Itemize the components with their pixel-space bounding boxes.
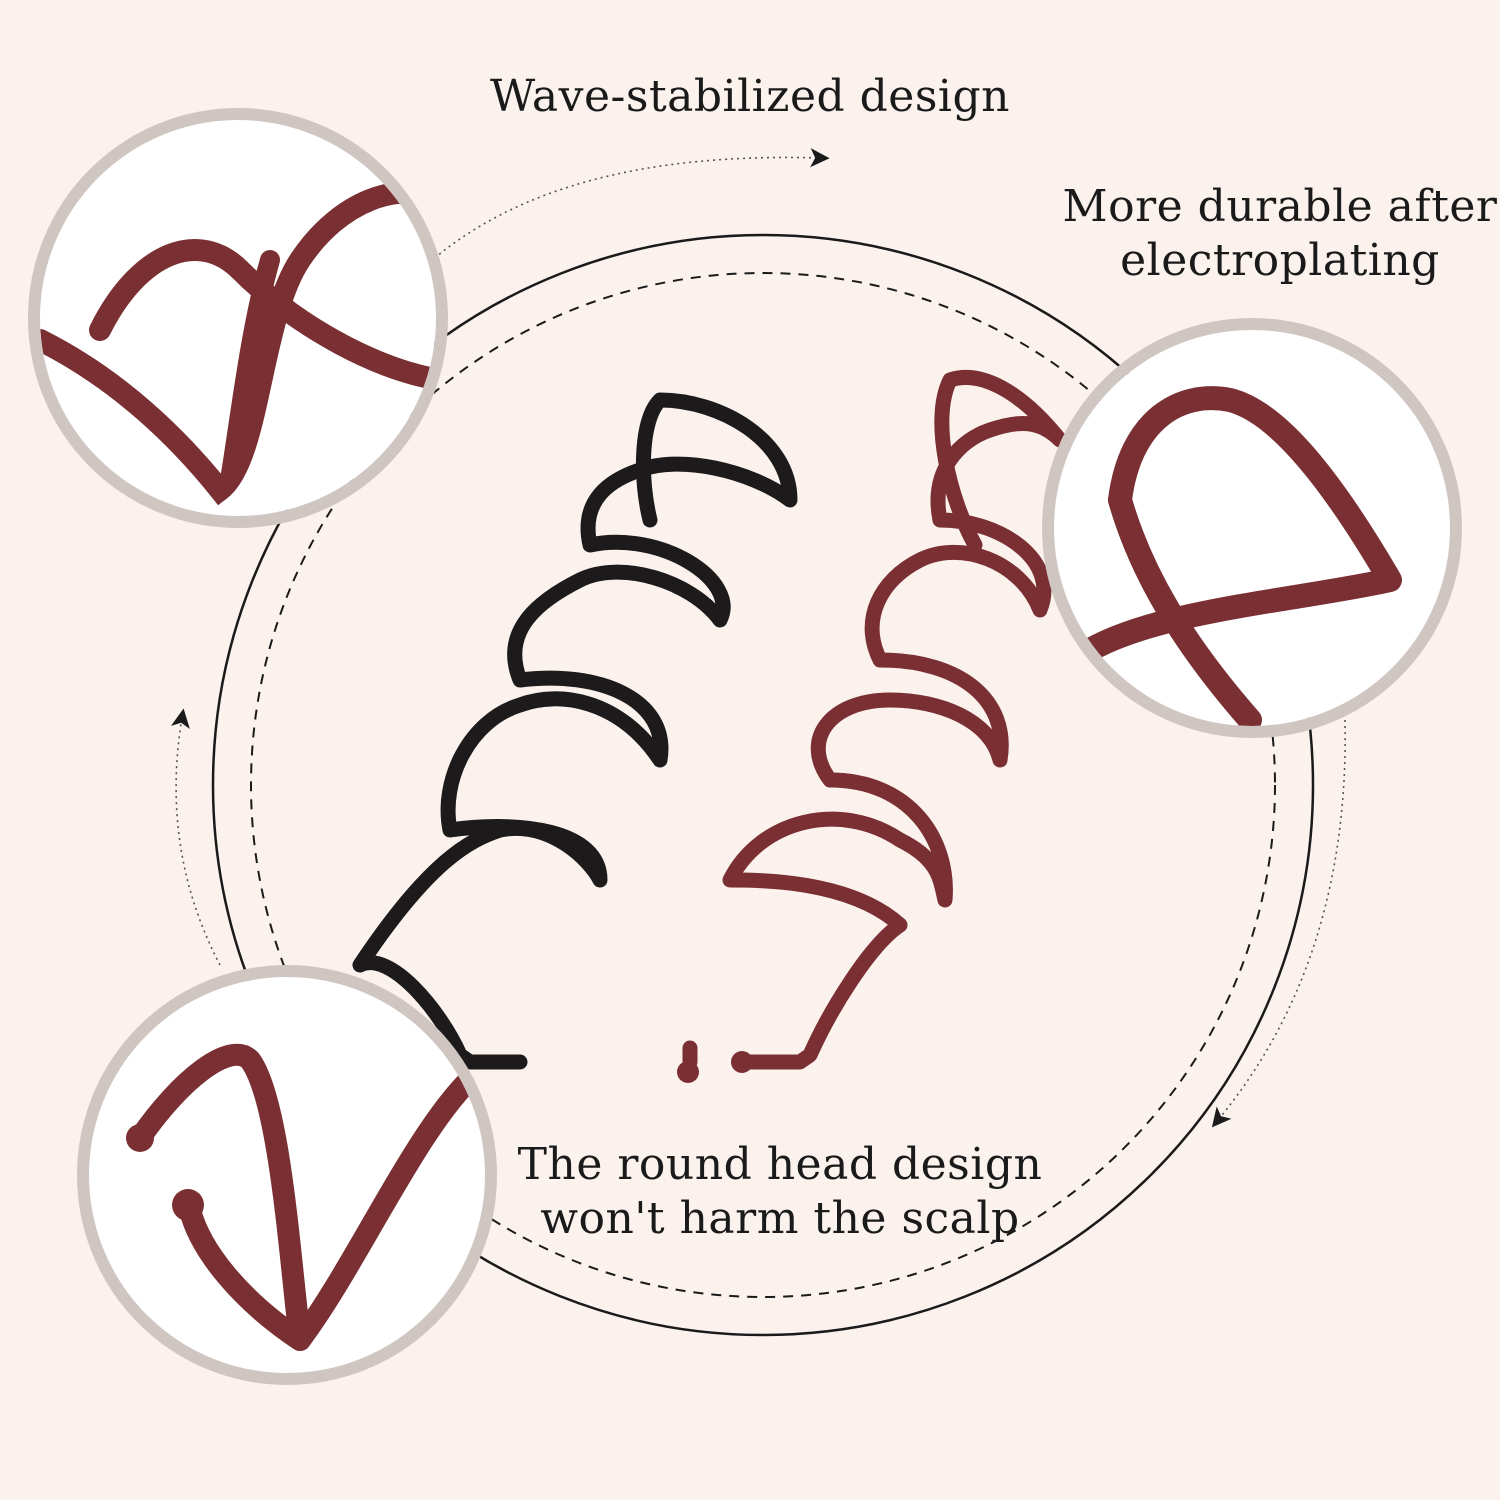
arrow-right [1211, 719, 1346, 1128]
arrow-left [170, 708, 221, 966]
caption-right-line2: electroplating [1120, 235, 1440, 286]
brown-spiral-pin [722, 370, 1068, 1070]
inner-dashed-circle [250, 272, 1276, 1298]
zoom-circle-right [1042, 318, 1462, 738]
caption-wave-stabilized: Wave-stabilized design [440, 70, 1060, 124]
guide-circles [211, 233, 1315, 1337]
black-pin-ball-head [677, 1061, 699, 1083]
arrow-top [429, 148, 830, 263]
caption-durable: More durable after electroplating [1060, 180, 1500, 288]
zoom-circle-bottom-left [77, 965, 497, 1385]
black-spiral-pin [352, 392, 798, 1070]
caption-top-text: Wave-stabilized design [489, 71, 1010, 122]
brown-pin-ball-head [731, 1051, 753, 1073]
caption-right-line1: More durable after [1062, 181, 1498, 232]
zoom-circle-top-left [28, 108, 448, 528]
caption-round-head: The round head design won't harm the sca… [470, 1138, 1090, 1246]
caption-bottom-line2: won't harm the scalp [540, 1193, 1020, 1244]
caption-bottom-line1: The round head design [517, 1139, 1043, 1190]
outer-guide-circle [211, 233, 1315, 1337]
dotted-arrows [170, 148, 1346, 1128]
